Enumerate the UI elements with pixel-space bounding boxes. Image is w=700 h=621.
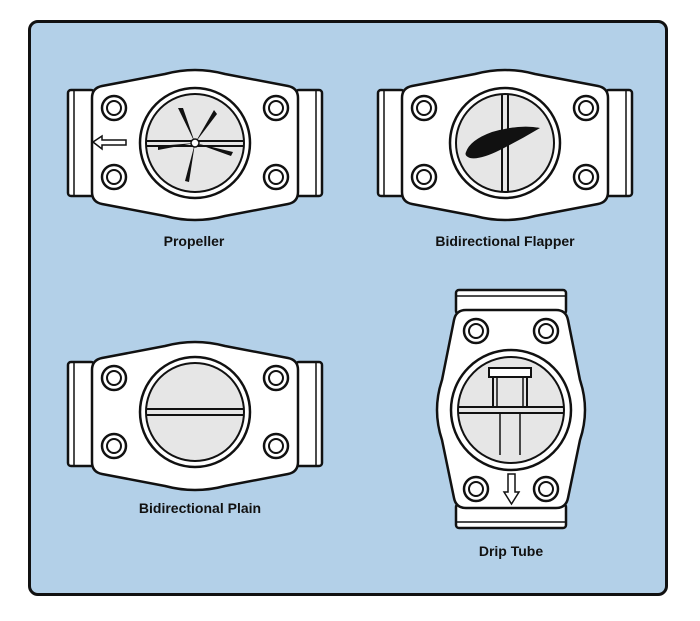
drip-tube-indicator: Drip Tube <box>435 288 587 559</box>
bolt-icon <box>462 475 490 503</box>
bolt-icon <box>462 317 490 345</box>
bidirectional-plain-indicator: Bidirectional Plain <box>66 340 324 516</box>
vane-caption: Bidirectional Plain <box>139 500 261 516</box>
propeller-indicator: Propeller <box>66 68 324 249</box>
flow-arrow-down-icon <box>502 473 521 506</box>
bolt-icon <box>572 94 600 122</box>
bolt-icon <box>100 163 128 191</box>
propeller-vane-icon <box>158 108 233 182</box>
bolt-icon <box>410 163 438 191</box>
bolt-icon <box>572 163 600 191</box>
bidirectional-flapper-indicator: Bidirectional Flapper <box>376 68 634 249</box>
vane-caption: Propeller <box>164 233 225 249</box>
bolt-icon <box>532 475 560 503</box>
bolt-icon <box>532 317 560 345</box>
bolt-icon <box>262 94 290 122</box>
vane-caption: Drip Tube <box>479 543 544 559</box>
flow-arrow-left-icon <box>91 134 127 151</box>
bolt-icon <box>262 432 290 460</box>
bolt-icon <box>410 94 438 122</box>
bolt-icon <box>100 432 128 460</box>
plain-window-icon <box>138 355 252 469</box>
bolt-icon <box>100 364 128 392</box>
vane-caption: Bidirectional Flapper <box>435 233 575 249</box>
bolt-icon <box>262 163 290 191</box>
bolt-icon <box>262 364 290 392</box>
flapper-vane-icon <box>465 126 540 159</box>
bolt-icon <box>100 94 128 122</box>
drip-tube-icon <box>458 367 564 455</box>
